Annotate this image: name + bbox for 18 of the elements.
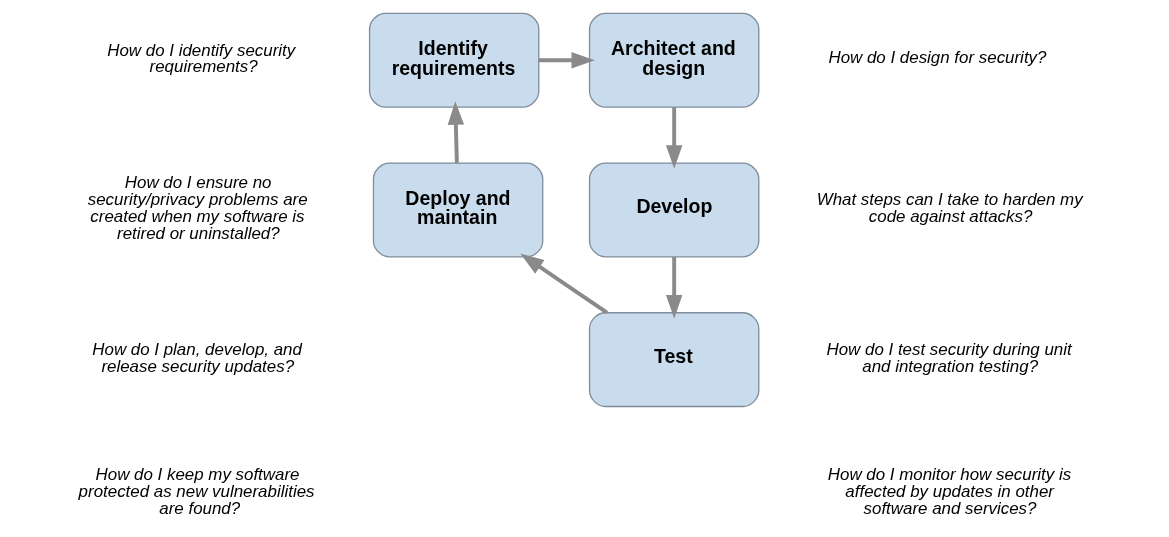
- label: What steps can I take to harden my code against attacks?: [816, 190, 1083, 227]
- label: How do I plan, develop, and release security updates?: [91, 339, 302, 376]
- arrow: [519, 253, 608, 315]
- arrow: [447, 101, 464, 163]
- arrow: [538, 52, 595, 69]
- arrow: [665, 107, 682, 169]
- label: How do I ensure no security/privacy problems are created when my software is retired or uninstalled?: [87, 173, 308, 244]
- arrow: [665, 256, 682, 319]
- label: How do I monitor how security is affected by updates in other software and services?: [827, 464, 1071, 518]
- node-box: Test: [588, 312, 759, 408]
- node-box: Identify requirements: [368, 12, 539, 108]
- node-box: Deploy and maintain: [372, 162, 543, 258]
- node-box: Develop: [588, 162, 759, 258]
- label: How do I test security during unit and integration testing?: [825, 339, 1072, 376]
- label: How do I keep my software protected as new vulnerabilities are found?: [78, 464, 315, 518]
- node-box: Architect and design: [588, 12, 759, 108]
- label: How do I identify security requirements?: [106, 40, 295, 77]
- label: How do I design for security?: [827, 48, 1046, 68]
